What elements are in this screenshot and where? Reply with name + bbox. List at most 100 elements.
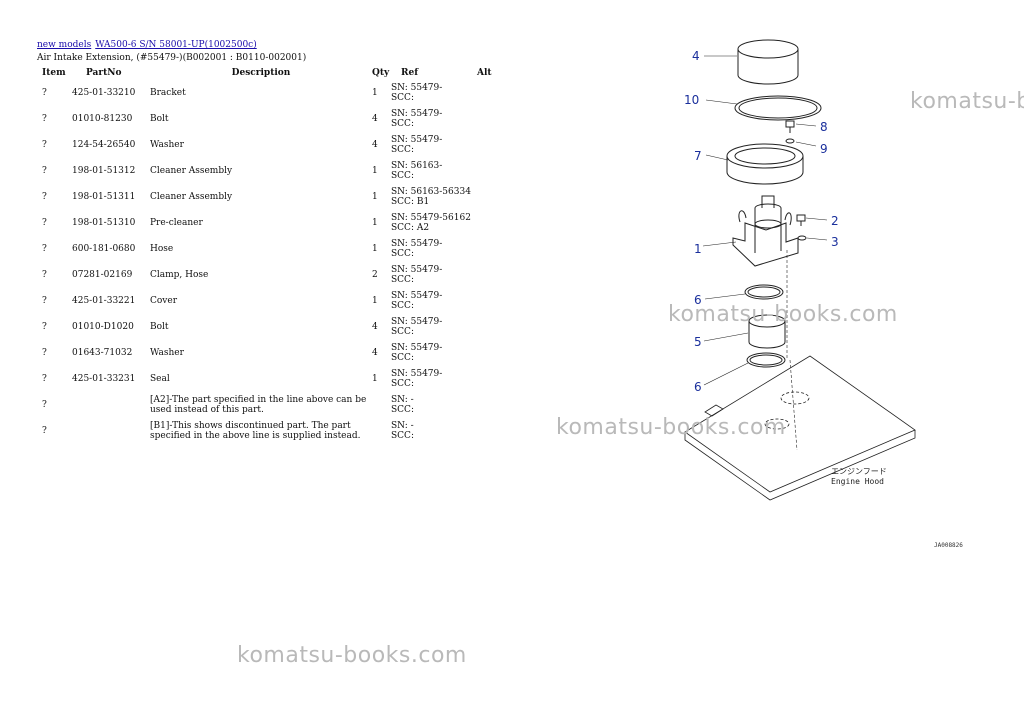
cell-qty: 4 [372, 139, 378, 150]
cell-alt [477, 210, 507, 236]
cell-item: ? [42, 425, 47, 436]
cell-description: Cleaner Assembly [150, 165, 233, 176]
bolt-washer-lower [796, 214, 807, 241]
header-description: Description [231, 67, 291, 78]
cell-alt [477, 80, 507, 106]
ref-scc: SCC: [391, 431, 414, 441]
cell-description: Washer [150, 347, 184, 358]
ref-sn: SN: 55479- [391, 316, 443, 327]
cell-part-no: 198-01-51311 [72, 191, 136, 202]
cell-ref: SN: 55479-SCC: [391, 340, 477, 366]
cell-part-no: 124-54-26540 [72, 139, 136, 150]
engine-hood-panel [684, 355, 916, 501]
cell-ref: SN: 55479-SCC: [391, 262, 477, 288]
cell-item: ? [42, 87, 47, 98]
page-subtitle: Air Intake Extension, (#55479-)(B002001 … [37, 53, 307, 63]
table-row: ? 425-01-33231 Seal 1 SN: 55479-SCC: [37, 366, 507, 392]
callout-1: 1 [694, 242, 702, 256]
callout-5: 5 [694, 335, 702, 349]
watermark-text: komatsu-b [910, 89, 1024, 114]
cell-qty: 1 [372, 295, 378, 306]
table-row: ? 124-54-26540 Washer 4 SN: 55479-SCC: [37, 132, 507, 158]
breadcrumb-link-machine[interactable]: WA500-6 S/N 58001-UP(1002500c) [95, 40, 257, 50]
ref-scc: SCC: [391, 353, 414, 363]
ref-scc: SCC: [391, 171, 414, 181]
cell-qty: 4 [372, 347, 378, 358]
cell-ref: SN: -SCC: [391, 392, 477, 418]
ref-scc: SCC: [391, 405, 414, 415]
cell-part-no: 198-01-51312 [72, 165, 136, 176]
cell-qty: 4 [372, 321, 378, 332]
cover-ring-part [726, 143, 804, 185]
cell-alt [477, 314, 507, 340]
cell-item: ? [42, 269, 47, 280]
callout-8: 8 [820, 120, 828, 134]
ref-scc: SCC: A2 [391, 223, 430, 233]
cell-description: Hose [150, 243, 174, 254]
cell-description: Seal [150, 373, 170, 384]
figure-id: JA008826 [934, 542, 963, 549]
callout-10: 10 [684, 93, 699, 107]
cell-ref: SN: 55479-SCC: [391, 106, 477, 132]
cell-alt [477, 392, 507, 418]
cell-description: Cover [150, 295, 178, 306]
cell-alt [477, 288, 507, 314]
engine-hood-label-jp: エンジンフード [831, 467, 887, 476]
cell-item: ? [42, 139, 47, 150]
cell-description: Bolt [150, 321, 169, 332]
ref-scc: SCC: [391, 249, 414, 259]
cell-qty: 1 [372, 373, 378, 384]
cell-item: ? [42, 113, 47, 124]
ref-scc: SCC: [391, 301, 414, 311]
header-ref: Ref [401, 67, 419, 78]
cap-part [737, 39, 799, 85]
ref-sn: SN: 55479- [391, 368, 443, 379]
cell-ref: SN: 55479-SCC: [391, 314, 477, 340]
cell-qty: 1 [372, 191, 378, 202]
cell-alt [477, 366, 507, 392]
cell-alt [477, 262, 507, 288]
parts-table: Item PartNo Description Qty Ref Alt ? 42… [37, 66, 507, 444]
cell-part-no: 198-01-51310 [72, 217, 136, 228]
cell-part-no [72, 418, 150, 444]
breadcrumb-link-new-models[interactable]: new models [37, 40, 92, 50]
cell-alt [477, 340, 507, 366]
table-row: ? 198-01-51310 Pre-cleaner 1 SN: 55479-5… [37, 210, 507, 236]
table-row: ? 600-181-0680 Hose 1 SN: 55479-SCC: [37, 236, 507, 262]
ref-sn: SN: 55479-56162 [391, 212, 471, 223]
ref-sn: SN: 55479- [391, 134, 443, 145]
cell-qty [372, 392, 391, 418]
cell-item: ? [42, 399, 47, 410]
table-row: ? 01010-81230 Bolt 4 SN: 55479-SCC: [37, 106, 507, 132]
table-row: ? [A2]-The part specified in the line ab… [37, 392, 507, 418]
engine-hood-label-en: Engine Hood [831, 477, 884, 486]
cell-description: Cleaner Assembly [150, 191, 233, 202]
cell-item: ? [42, 217, 47, 228]
cell-ref: SN: 55479-SCC: [391, 132, 477, 158]
cell-part-no: 07281-02169 [72, 269, 133, 280]
callout-4: 4 [692, 49, 700, 63]
cell-description: [B1]-This shows discontinued part. The p… [150, 420, 361, 441]
cell-part-no [72, 392, 150, 418]
callout-6-upper: 6 [694, 293, 702, 307]
table-row: ? [B1]-This shows discontinued part. The… [37, 418, 507, 444]
header-qty: Qty [372, 67, 390, 78]
ref-sn: SN: 55479- [391, 290, 443, 301]
callout-labels: 4 10 8 9 7 2 3 1 6 5 6 [684, 49, 839, 394]
cell-description: Clamp, Hose [150, 269, 209, 280]
cell-item: ? [42, 295, 47, 306]
table-row: ? 198-01-51312 Cleaner Assembly 1 SN: 56… [37, 158, 507, 184]
cell-ref: SN: 56163-SCC: [391, 158, 477, 184]
cell-alt [477, 236, 507, 262]
cell-part-no: 01010-81230 [72, 113, 133, 124]
cell-description: [A2]-The part specified in the line abov… [150, 394, 367, 415]
callout-7: 7 [694, 149, 702, 163]
ref-scc: SCC: [391, 93, 414, 103]
header-part-no: PartNo [86, 67, 122, 78]
ref-sn: SN: 55479- [391, 264, 443, 275]
cell-ref: SN: 55479-SCC: [391, 80, 477, 106]
leader-lines [702, 55, 828, 386]
